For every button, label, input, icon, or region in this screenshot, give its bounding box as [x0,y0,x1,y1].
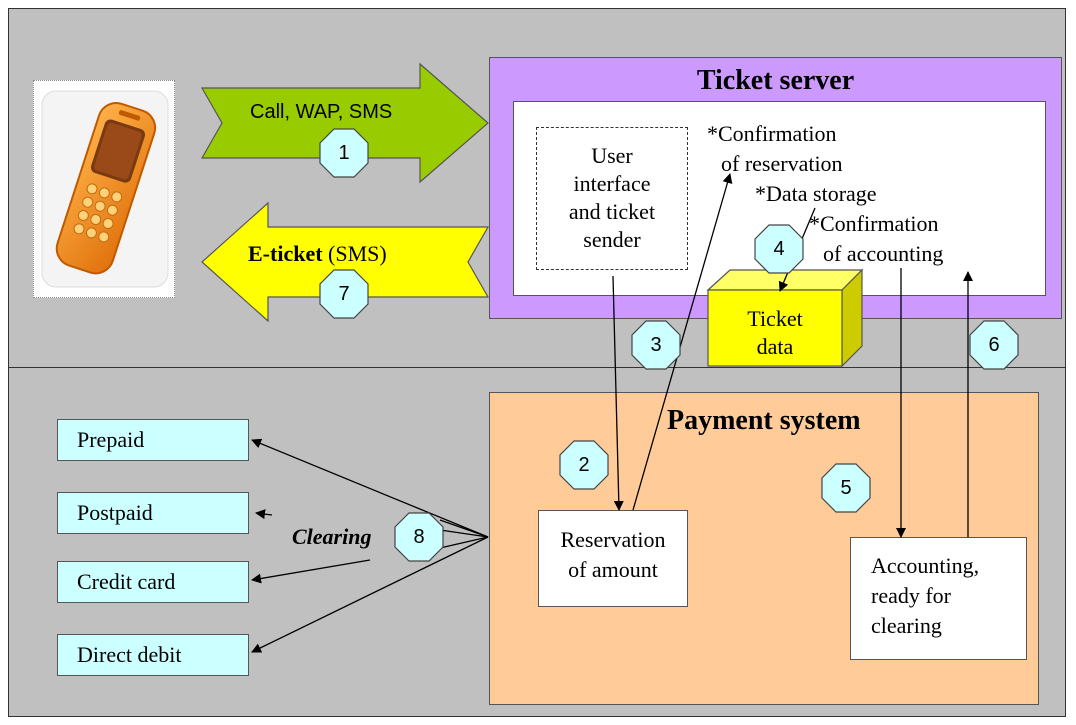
note-confirmation-reservation-2: of reservation [721,151,843,176]
payment-method-credit-card: Credit card [57,561,249,603]
eticket-label-bold: E-ticket [248,241,323,266]
payment-method-direct-debit: Direct debit [57,634,249,676]
ticket-data-line-2: data [756,334,794,359]
ticket-data-box [706,268,864,368]
ui-line-2: interface [573,171,651,196]
accounting-line-3: clearing [871,613,942,638]
payment-method-prepaid: Prepaid [57,419,249,461]
ticket-server-title: Ticket server [696,65,855,96]
step-label-7: 7 [338,283,350,305]
step-label-3: 3 [650,334,662,356]
payment-method-postpaid: Postpaid [57,492,249,534]
eticket-arrow [201,201,490,323]
note-confirmation-reservation-1: *Confirmation [707,121,837,146]
mobile-phone-icon [41,90,169,288]
accounting-line-1: Accounting, [871,553,980,578]
ticket-data-line-1: Ticket [747,306,803,331]
ui-line-1: User [591,143,633,168]
user-interface-box [536,127,688,270]
eticket-label-rest: (SMS) [322,241,387,266]
note-confirmation-accounting-2: of accounting [823,241,944,266]
phone-panel [33,80,175,298]
request-arrow-label: Call, WAP, SMS [250,101,393,123]
note-data-storage: *Data storage [755,181,877,206]
step-label-5: 5 [840,477,852,499]
accounting-line-2: ready for [871,583,952,608]
step-label-1: 1 [338,142,350,164]
eticket-arrow-label: E-ticket (SMS) [248,241,387,267]
ui-line-3: and ticket [568,199,656,224]
reservation-line-1: Reservation [560,527,666,552]
clearing-label: Clearing [292,524,372,549]
accounting-box [850,537,1027,660]
payment-system-title: Payment system [667,405,861,436]
reservation-line-2: of amount [568,557,658,582]
step-label-2: 2 [578,454,590,476]
step-label-6: 6 [988,334,1000,356]
step-label-4: 4 [773,238,785,260]
step-label-8: 8 [413,526,425,548]
note-confirmation-accounting-1: *Confirmation [809,211,939,236]
reservation-box [538,510,688,607]
ui-line-4: sender [583,227,641,252]
request-arrow [200,62,489,184]
